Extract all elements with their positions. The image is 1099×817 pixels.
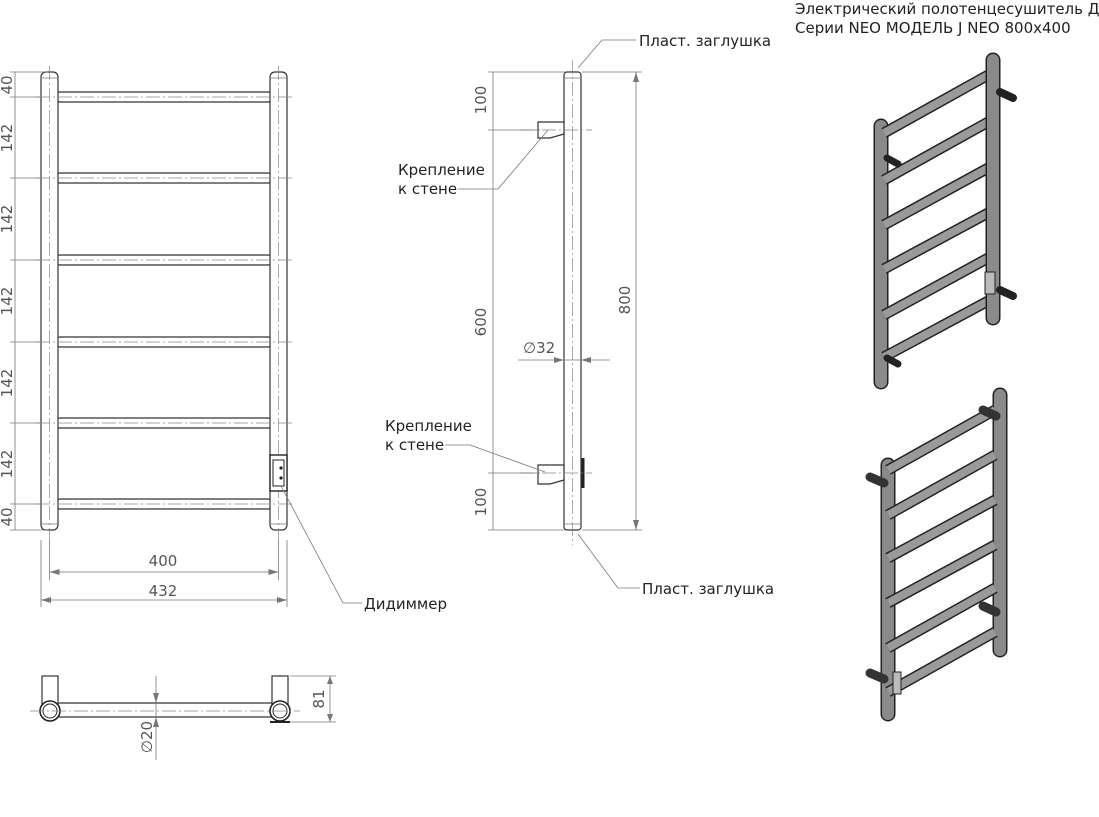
top-cap-label: Пласт. заглушка	[639, 32, 771, 50]
mount-top-label-2: к стене	[398, 180, 457, 198]
dim-side-bottom: 100	[472, 488, 490, 517]
dim-v-1: 40	[0, 75, 16, 94]
bottom-cap-label: Пласт. заглушка	[642, 580, 774, 598]
iso2-dimmer	[892, 671, 902, 695]
title-line-1: Электрический полотенцесушитель ДВИН	[795, 0, 1099, 18]
mount-top-label-1: Крепление	[398, 161, 485, 179]
dimmer-box	[269, 454, 288, 492]
mount-bottom-label-2: к стене	[385, 436, 444, 454]
dim-side-middle: 600	[472, 308, 490, 337]
dim-v-2: 142	[0, 124, 16, 153]
mount-bottom-label-1: Крепление	[385, 417, 472, 435]
dim-side-total: 800	[616, 286, 634, 315]
dim-v-3: 142	[0, 205, 16, 234]
dim-v-7: 40	[0, 507, 16, 526]
iso1-dimmer	[984, 271, 996, 295]
isometric-view-front	[873, 52, 1017, 390]
dim-side-diameter: ∅32	[523, 339, 555, 357]
dim-v-5: 142	[0, 369, 16, 398]
dim-top-diameter: ∅20	[138, 721, 156, 753]
iso2-rungs	[885, 405, 998, 697]
dimmer-label: Дидиммер	[364, 595, 447, 613]
iso1-rungs	[881, 69, 993, 362]
side-view: 100 600 100 800 ∅32 Пласт. заглушка Плас…	[385, 32, 774, 598]
front-view: 40 142 142 142 142 142 40 400 432 Дидимм…	[0, 66, 447, 613]
top-view: ∅20 81	[30, 675, 336, 760]
dim-top-depth: 81	[310, 689, 328, 708]
dim-width-inner: 400	[149, 552, 178, 570]
title-line-2: Серии NEO МОДЕЛЬ J NEO 800x400	[795, 19, 1071, 37]
dim-side-top: 100	[472, 86, 490, 115]
isometric-view-rear	[865, 387, 1008, 722]
dim-v-6: 142	[0, 450, 16, 479]
dim-v-4: 142	[0, 287, 16, 316]
wall-mount-bottom	[537, 464, 565, 485]
top-view-bar	[47, 702, 281, 718]
front-rungs	[55, 91, 273, 510]
dim-width-outer: 432	[149, 582, 178, 600]
